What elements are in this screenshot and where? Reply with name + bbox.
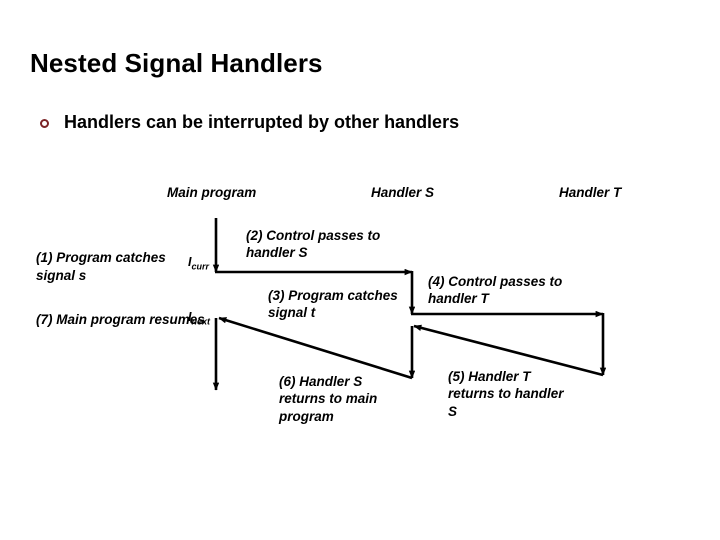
note-5-handler-t-returns-to-handler-s: (5) Handler T returns to handler S [448,369,564,419]
label-i-next-base: I [188,310,192,324]
bullet-row: Handlers can be interrupted by other han… [40,112,459,133]
arrow-handler-t-to-handler-s [413,324,604,377]
column-header-handler-t: Handler T [559,185,622,200]
column-header-main-program: Main program [167,185,257,200]
open-circle-bullet-icon [40,119,49,128]
column-header-handler-s: Handler S [371,185,435,200]
note-3-program-catches-signal-t: (3) Program catches signal t [268,288,398,321]
bullet-text: Handlers can be interrupted by other han… [64,112,460,132]
label-i-curr-subscript: curr [191,261,209,272]
label-i-curr-base: I [188,255,192,269]
label-i-curr: Icurr [188,255,209,272]
arrow-handler-s-to-inext [218,316,413,380]
note-1-program-catches-signal-s: (1) Program catches signal s [36,250,166,283]
note-2-control-passes-to-handler-s: (2) Control passes to handler S [246,228,381,261]
label-i-next-subscript: next [191,316,210,327]
page-title: Nested Signal Handlers [30,48,323,78]
note-6-handler-s-returns-to-main-program: (6) Handler S returns to main program [279,374,378,424]
note-4-control-passes-to-handler-t: (4) Control passes to handler T [428,274,563,307]
label-i-next: Inext [188,310,210,327]
note-7-main-program-resumes: (7) Main program resumes [36,312,205,327]
